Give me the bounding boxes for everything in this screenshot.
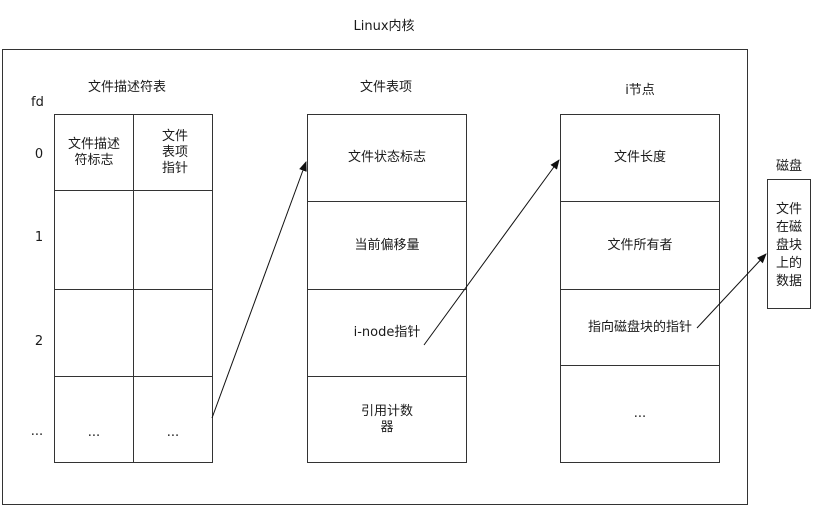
inode-table-title: i节点 xyxy=(625,83,655,98)
file-length: 文件长度 xyxy=(561,115,719,202)
file-table: 文件状态标志 当前偏移量 i-node指针 引用计数器 xyxy=(307,114,467,463)
fd-header: fd xyxy=(31,95,44,110)
file-status-flags: 文件状态标志 xyxy=(308,115,466,202)
kernel-frame xyxy=(2,49,748,505)
fd-row-label-0: 0 xyxy=(34,147,44,162)
fd-ellipsis-cell: ... xyxy=(166,425,180,440)
current-offset: 当前偏移量 xyxy=(308,202,466,290)
fd-table-row-divider xyxy=(55,376,212,377)
arrow-fd-to-file-table xyxy=(211,161,307,419)
arrow-inode-to-disk xyxy=(696,253,767,329)
reference-counter: 引用计数器 xyxy=(360,403,413,435)
fd-row-label-2: 2 xyxy=(34,334,44,349)
inode-ellipsis: ... xyxy=(633,406,647,421)
disk-block-pointer: 指向磁盘块的指针 xyxy=(561,290,719,366)
fd-table-title: 文件描述符表 xyxy=(87,80,167,95)
disk-data: 文件在磁盘块上的数据 xyxy=(775,202,802,289)
arrow-file-table-to-inode xyxy=(423,159,560,346)
fd-col-header-flags: 文件描述符标志 xyxy=(67,137,120,168)
fd-row-label-ellipsis: ... xyxy=(30,424,44,439)
fd-ellipsis-cell: ... xyxy=(87,425,101,440)
fd-row-label-1: 1 xyxy=(34,230,44,245)
fd-col-header-file-pointer: 文件表项指针 xyxy=(161,129,188,176)
fd-table-row-divider xyxy=(55,289,212,290)
file-owner: 文件所有者 xyxy=(561,202,719,290)
kernel-title: Linux内核 xyxy=(353,19,415,34)
disk-title: 磁盘 xyxy=(775,159,803,174)
fd-table-col-divider xyxy=(133,115,134,462)
inode-table: 文件长度 文件所有者 指向磁盘块的指针 ... xyxy=(560,114,720,463)
fd-table-row-divider xyxy=(55,190,212,191)
file-table-title: 文件表项 xyxy=(359,80,413,95)
fd-table: 文件描述符标志 文件表项指针 ... ... xyxy=(54,114,213,463)
inode-pointer: i-node指针 xyxy=(308,290,466,377)
disk-box: 文件在磁盘块上的数据 xyxy=(767,179,811,309)
